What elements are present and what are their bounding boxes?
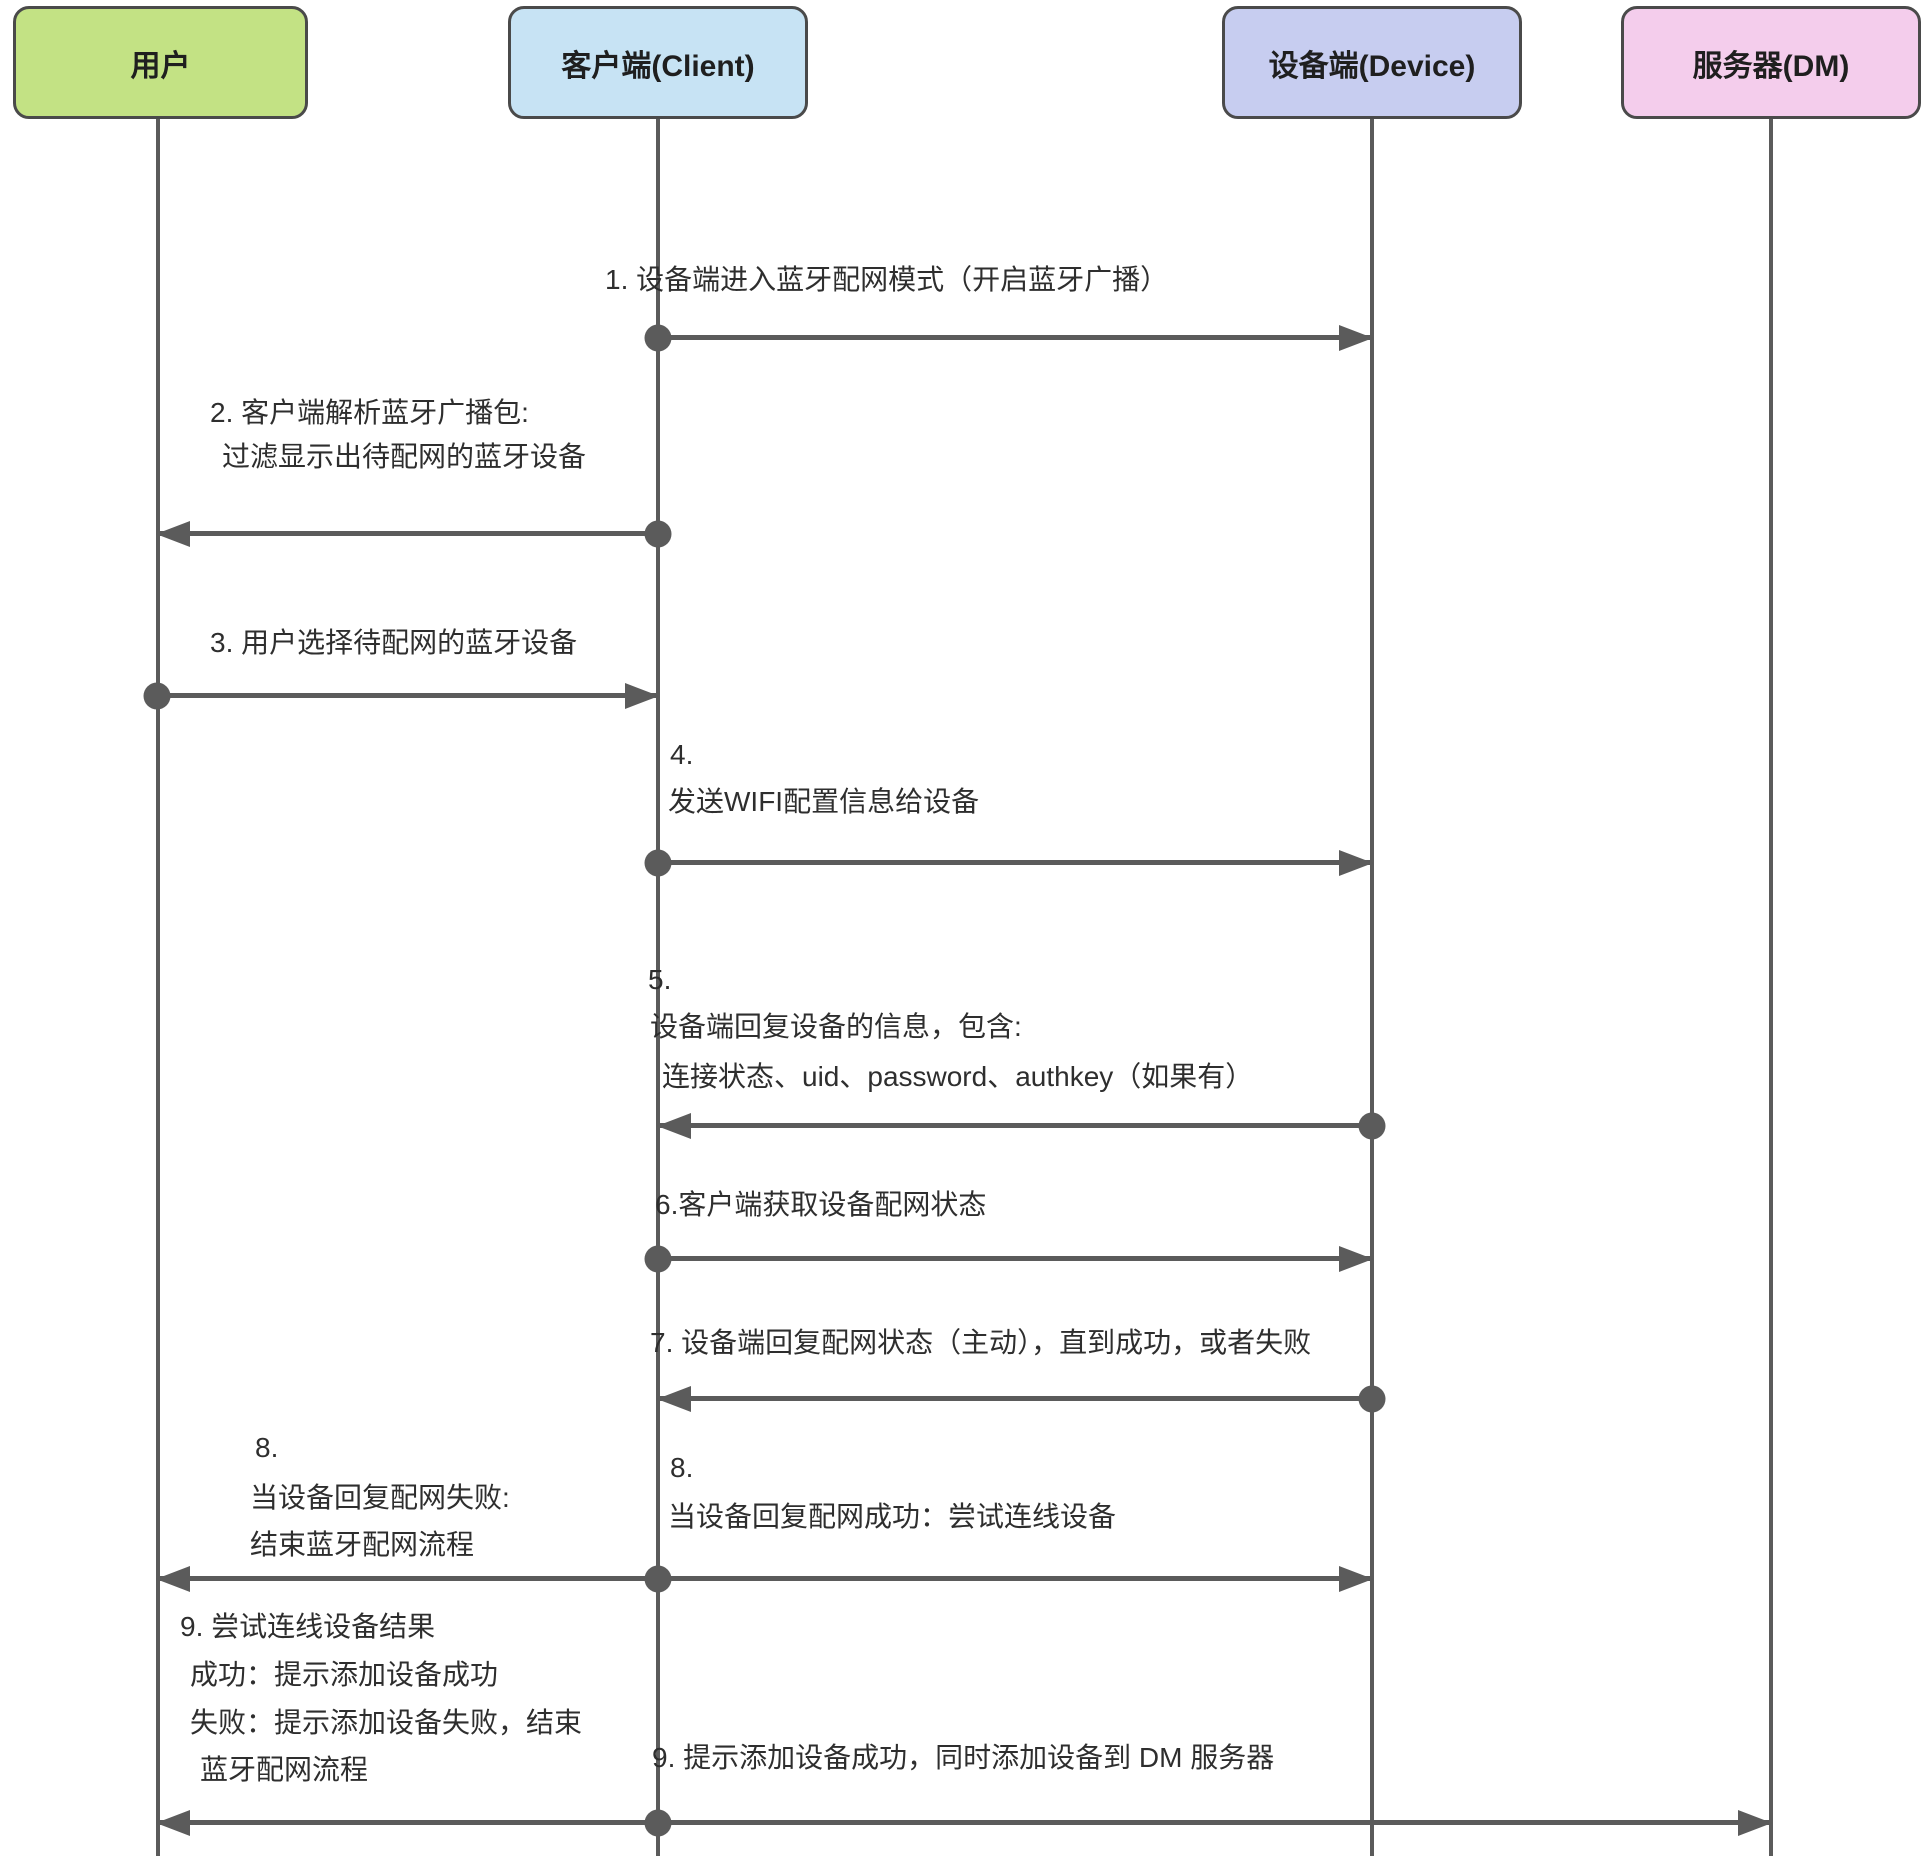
msg6-arrowhead-right xyxy=(1339,1245,1373,1272)
msg5-label-line2: 设备端回复设备的信息，包含: xyxy=(650,1011,1022,1042)
msg4-origin-dot xyxy=(644,849,672,876)
msg6-label: 6.客户端获取设备配网状态 xyxy=(655,1189,987,1220)
msg8-fail-label-line3: 结束蓝牙配网流程 xyxy=(250,1529,475,1560)
msg2-label-line1: 2. 客户端解析蓝牙广播包: xyxy=(210,397,529,428)
msg9-arrow xyxy=(156,1809,1772,1836)
msg8-success-label-line2: 当设备回复配网成功：尝试连线设备 xyxy=(668,1501,1117,1532)
msg9-user-label-line1: 9. 尝试连线设备结果 xyxy=(180,1611,436,1642)
msg4-label-line2: 发送WIFI配置信息给设备 xyxy=(668,786,980,817)
msg9-user-label-line4: 蓝牙配网流程 xyxy=(200,1754,369,1785)
actor-client-box: 客户端(Client) xyxy=(508,6,808,119)
msg9-arrowhead-right xyxy=(1738,1809,1772,1836)
msg9-server-label: 9. 提示添加设备成功，同时添加设备到 DM 服务器 xyxy=(652,1742,1275,1773)
msg8-fail-label-line1: 8. xyxy=(255,1432,279,1463)
actor-client-label: 客户端(Client) xyxy=(561,49,755,83)
actor-server-label: 服务器(DM) xyxy=(1692,49,1850,83)
msg4-label-line1: 4. xyxy=(670,739,694,770)
msg1-label: 1. 设备端进入蓝牙配网模式（开启蓝牙广播） xyxy=(605,264,1169,295)
msg7-origin-dot xyxy=(1358,1385,1386,1412)
msg5-origin-dot xyxy=(1358,1112,1386,1139)
msg5-arrowhead-left xyxy=(657,1112,691,1139)
msg2-arrow xyxy=(156,520,672,547)
lifeline-user xyxy=(156,119,160,1856)
actor-device-box: 设备端(Device) xyxy=(1222,6,1522,119)
msg7-arrowhead-left xyxy=(657,1385,691,1412)
msg7-label: 7. 设备端回复配网状态（主动），直到成功，或者失败 xyxy=(650,1327,1312,1358)
msg5-label-line3: 连接状态、uid、password、authkey（如果有） xyxy=(662,1061,1254,1092)
msg2-origin-dot xyxy=(644,520,672,547)
msg9-origin-dot xyxy=(644,1809,672,1836)
msg3-arrowhead-right xyxy=(625,682,659,709)
msg1-arrow xyxy=(644,324,1373,351)
msg9-arrowhead-left xyxy=(156,1809,190,1836)
lifeline-client xyxy=(656,119,660,1856)
msg8-arrowhead-left xyxy=(156,1565,190,1592)
msg1-arrowhead-right xyxy=(1339,324,1373,351)
msg3-arrow xyxy=(143,682,659,709)
msg7-arrow xyxy=(657,1385,1386,1412)
msg4-arrowhead-right xyxy=(1339,849,1373,876)
msg5-arrow xyxy=(657,1112,1386,1139)
msg8-arrow xyxy=(156,1565,1373,1592)
msg2-label-line2: 过滤显示出待配网的蓝牙设备 xyxy=(222,441,587,472)
actor-server-box: 服务器(DM) xyxy=(1621,6,1921,119)
lifeline-server xyxy=(1769,119,1773,1856)
msg8-origin-dot xyxy=(644,1565,672,1592)
msg8-success-label-line1: 8. xyxy=(670,1452,694,1483)
actor-user-label: 用户 xyxy=(130,49,191,83)
msg8-fail-label-line2: 当设备回复配网失败: xyxy=(250,1482,510,1513)
msg1-origin-dot xyxy=(644,324,672,351)
msg6-origin-dot xyxy=(644,1245,672,1272)
msg9-user-label-line3: 失败：提示添加设备失败，结束 xyxy=(190,1707,583,1738)
msg3-origin-dot xyxy=(143,682,171,709)
msg8-arrowhead-right xyxy=(1339,1565,1373,1592)
msg9-user-label-line2: 成功：提示添加设备成功 xyxy=(190,1659,499,1690)
actor-device-label: 设备端(Device) xyxy=(1268,49,1476,83)
lifeline-device xyxy=(1370,119,1374,1856)
actor-user-box: 用户 xyxy=(13,6,308,119)
msg3-label: 3. 用户选择待配网的蓝牙设备 xyxy=(210,627,578,658)
msg5-label-line1: 5. xyxy=(648,964,672,995)
msg4-arrow xyxy=(644,849,1373,876)
msg2-arrowhead-left xyxy=(156,520,190,547)
msg6-arrow xyxy=(644,1245,1373,1272)
